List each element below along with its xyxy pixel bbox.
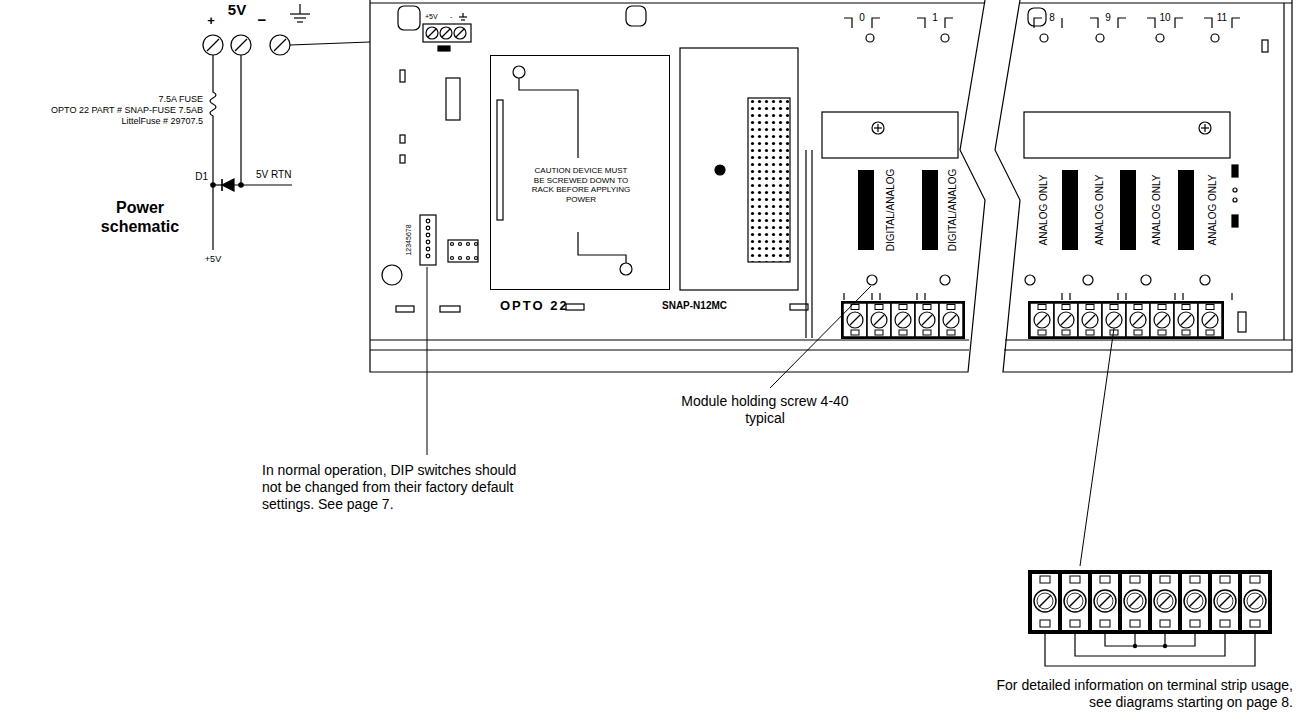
slot-type: DIGITAL/ANALOG — [947, 169, 959, 252]
slot-number: 8 — [1049, 12, 1055, 24]
slot-number: 0 — [859, 12, 865, 24]
slot-type: ANALOG ONLY — [1094, 175, 1106, 246]
terminal-label: - — [450, 13, 452, 21]
slot-number: 11 — [1217, 12, 1227, 24]
caution-text: CAUTION DEVICE MUST BE SCREWED DOWN TO R… — [531, 166, 631, 204]
terminal-label: +5V — [425, 13, 438, 21]
slot-type: DIGITAL/ANALOG — [885, 169, 897, 252]
signal-name: 5V RTN — [256, 169, 291, 181]
fuse-note: LittelFuse # 29707.5 — [121, 116, 203, 127]
model-number: SNAP-N12MC — [662, 300, 727, 312]
polarity-sign: + — [207, 13, 215, 29]
callout-note: Module holding screw 4-40 typical — [680, 393, 850, 427]
slot-type: ANALOG ONLY — [1151, 175, 1163, 246]
slot-number: 9 — [1105, 12, 1111, 24]
slot-number: 10 — [1159, 12, 1170, 24]
slot-type: ANALOG ONLY — [1038, 175, 1050, 246]
schematic-heading: Power schematic — [85, 198, 195, 236]
callout-note: In normal operation, DIP switches should… — [262, 462, 520, 512]
callout-note: For detailed information on terminal str… — [993, 677, 1293, 711]
brand-name: OPTO 22 — [500, 298, 569, 314]
voltage-label: 5V — [228, 1, 246, 19]
switch-numbers: 12345678 — [405, 224, 413, 255]
slot-type: ANALOG ONLY — [1207, 175, 1219, 246]
part-name: D1 — [195, 171, 208, 183]
module-board: CAUTION DEVICE MUST BE SCREWED DOWN TO R… — [490, 55, 670, 290]
fuse-note: OPTO 22 PART # SNAP-FUSE 7.5AB — [51, 105, 203, 116]
fuse-note: 7.5A FUSE — [158, 94, 203, 105]
slot-number: 1 — [932, 12, 938, 24]
signal-name: +5V — [205, 254, 221, 265]
polarity-sign: − — [258, 11, 267, 29]
